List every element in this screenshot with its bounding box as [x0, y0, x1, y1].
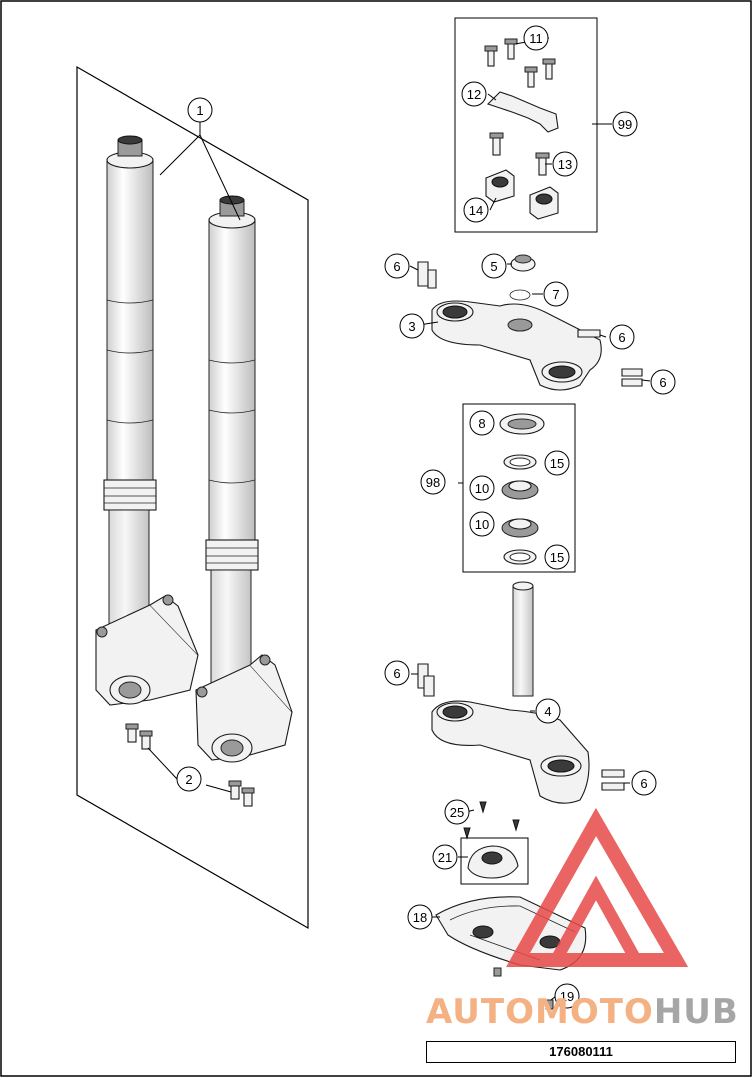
svg-text:4: 4: [544, 704, 551, 719]
drawing-number-box: 176080111: [426, 1041, 736, 1063]
svg-text:10: 10: [475, 517, 489, 532]
svg-text:6: 6: [659, 375, 666, 390]
svg-text:12: 12: [467, 87, 481, 102]
watermark-word-auto: AUTO: [426, 992, 535, 1032]
watermark-logo: [506, 807, 689, 967]
callout-98: 98: [420, 469, 446, 495]
upper-triple-clamp: [417, 254, 643, 391]
callout-10a: 10: [469, 475, 495, 501]
callout-15a: 15: [544, 450, 570, 476]
callout-21: 21: [432, 844, 458, 870]
cover-screws: [463, 801, 520, 840]
callout-6b: 6: [609, 324, 635, 350]
callout-6e: 6: [631, 770, 657, 796]
callout-14: 14: [463, 197, 489, 223]
svg-text:1: 1: [196, 103, 203, 118]
svg-text:6: 6: [618, 330, 625, 345]
drawing-number: 176080111: [549, 1044, 613, 1059]
callout-10b: 10: [469, 511, 495, 537]
svg-text:8: 8: [478, 416, 485, 431]
callout-6d: 6: [384, 660, 410, 686]
svg-text:6: 6: [393, 259, 400, 274]
svg-text:19: 19: [560, 989, 574, 1004]
watermark-word-moto: MOTO: [534, 992, 654, 1032]
svg-text:15: 15: [550, 550, 564, 565]
svg-text:21: 21: [438, 850, 452, 865]
callout-25: 25: [444, 799, 470, 825]
callout-1: 1: [187, 97, 213, 123]
callout-2: 2: [176, 766, 202, 792]
watermark-wordmark: AUTOMOTOHUB: [426, 992, 739, 1032]
svg-text:13: 13: [558, 157, 572, 172]
fork-assembly-panel: [76, 65, 309, 930]
callout-18: 18: [407, 904, 433, 930]
axle-clamp-bolts: [125, 723, 255, 807]
callout-13: 13: [552, 151, 578, 177]
callout-6a: 6: [384, 253, 410, 279]
svg-text:15: 15: [550, 456, 564, 471]
callout-19: 19: [554, 983, 580, 1009]
svg-text:18: 18: [413, 910, 427, 925]
svg-text:6: 6: [393, 666, 400, 681]
svg-text:25: 25: [450, 805, 464, 820]
callout-15b: 15: [544, 544, 570, 570]
svg-text:2: 2: [185, 772, 192, 787]
svg-text:99: 99: [618, 117, 632, 132]
steering-bearing-parts: [499, 413, 545, 565]
handlebar-clamp-kit-box: [454, 17, 598, 233]
svg-text:3: 3: [408, 319, 415, 334]
callout-8: 8: [469, 410, 495, 436]
steering-bearing-kit-box: [462, 403, 576, 573]
svg-text:11: 11: [529, 31, 543, 46]
leader-lines: [147, 37, 651, 1001]
callout-7: 7: [543, 281, 569, 307]
callout-11: 11: [523, 25, 549, 51]
callout-4: 4: [535, 698, 561, 724]
lower-triple-clamp: [417, 581, 625, 804]
right-fork-leg: [195, 195, 293, 763]
callout-5: 5: [481, 253, 507, 279]
handlebar-clamp-parts: [484, 38, 559, 220]
svg-text:98: 98: [426, 475, 440, 490]
callout-bubbles: 1 2 3 4 5 6 6 6 6 6 7 8 10 10 11 12 13 1…: [176, 25, 676, 1009]
svg-text:6: 6: [640, 776, 647, 791]
callout-3: 3: [399, 313, 425, 339]
svg-text:10: 10: [475, 481, 489, 496]
callout-99: 99: [612, 111, 638, 137]
svg-text:5: 5: [490, 259, 497, 274]
callout-6c: 6: [650, 369, 676, 395]
watermark-word-hub: HUB: [653, 992, 739, 1032]
steering-cover-part: [467, 845, 519, 879]
left-fork-leg: [95, 135, 199, 706]
svg-text:14: 14: [469, 203, 483, 218]
cover-box: [460, 837, 529, 885]
callout-12: 12: [461, 81, 487, 107]
svg-text:7: 7: [552, 287, 559, 302]
